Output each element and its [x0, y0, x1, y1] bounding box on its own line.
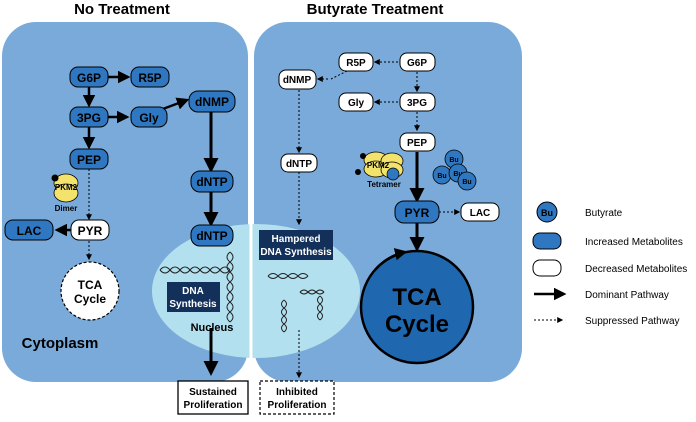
- node-left-r5p: R5P: [130, 66, 170, 88]
- dna-helix-left: [159, 251, 234, 323]
- node-left-gly-label: Gly: [139, 111, 159, 125]
- node-right-gly-label: Gly: [348, 98, 365, 109]
- node-left-g6p: G6P: [69, 66, 109, 88]
- tca-cycle-small: TCA Cycle: [60, 261, 120, 321]
- dna-synthesis-line2: Synthesis: [169, 299, 217, 310]
- pkm2-dimer: PKM2 Dimer: [51, 173, 79, 213]
- phospho-icon-tetramer-top: [360, 153, 366, 159]
- pkm2-tetramer-label: PKM2: [367, 161, 390, 170]
- tca-large-line2: Cycle: [385, 311, 449, 338]
- node-left-r5p-label: R5P: [138, 71, 161, 85]
- phospho-icon: [51, 174, 59, 182]
- dna-synthesis-box: DNA Synthesis: [167, 282, 220, 312]
- node-right-g6p: G6P: [399, 52, 436, 72]
- node-left-pyr-label: PYR: [78, 224, 103, 238]
- legend-butyrate: Bu Butyrate: [536, 201, 623, 223]
- tca-large-line1: TCA: [392, 284, 441, 311]
- legend-dominant-label: Dominant Pathway: [585, 290, 669, 301]
- node-left-dntp-nucleus-label: dNTP: [196, 229, 227, 243]
- legend-suppressed-label: Suppressed Pathway: [585, 316, 680, 327]
- outcome-inhibited-line2: Proliferation: [268, 400, 327, 411]
- legend-increased-label: Increased Metabolites: [585, 237, 683, 248]
- legend: Bu Butyrate Increased Metabolites Decrea…: [532, 201, 687, 327]
- tca-small-line2: Cycle: [74, 292, 106, 306]
- dna-helix-fragments-right: [267, 273, 325, 333]
- node-left-dntp-cytoplasm-label: dNTP: [196, 175, 227, 189]
- node-left-dntp-nucleus: dNTP: [190, 224, 234, 247]
- legend-increased: Increased Metabolites: [532, 232, 683, 250]
- node-right-pep: PEP: [399, 132, 436, 152]
- tca-cycle-large: TCA Cycle: [359, 248, 475, 365]
- butyrate-cluster: Bu Bu Bu Bu: [432, 149, 477, 191]
- node-left-3pg-label: 3PG: [77, 111, 101, 125]
- bu-label-3: Bu: [453, 171, 462, 178]
- node-right-g6p-label: G6P: [407, 58, 427, 69]
- node-right-pyr-label: PYR: [405, 206, 430, 220]
- pkm2-dimer-label: PKM2: [55, 183, 78, 192]
- node-right-lac: LAC: [460, 202, 500, 222]
- tetramer-label: Tetramer: [367, 180, 401, 189]
- legend-suppressed: Suppressed Pathway: [534, 316, 680, 327]
- node-left-pep-label: PEP: [77, 153, 101, 167]
- node-left-dnmp: dNMP: [188, 90, 236, 113]
- hampered-line1: Hampered: [272, 234, 321, 245]
- node-left-pep: PEP: [69, 148, 109, 170]
- node-right-r5p: R5P: [338, 52, 374, 72]
- node-right-dnmp: dNMP: [278, 69, 317, 90]
- node-left-dntp-cytoplasm: dNTP: [190, 170, 234, 193]
- outcome-inhibited-line1: Inhibited: [276, 387, 318, 398]
- butyrate-bound-icon: [386, 167, 400, 181]
- hampered-dna-box: Hampered DNA Synthesis: [259, 230, 333, 260]
- legend-decreased: Decreased Metabolites: [532, 259, 687, 277]
- node-right-dnmp-label: dNMP: [283, 75, 312, 86]
- node-left-pyr: PYR: [70, 219, 110, 241]
- node-right-gly: Gly: [338, 92, 374, 112]
- node-right-r5p-label: R5P: [346, 58, 366, 69]
- legend-dominant: Dominant Pathway: [534, 287, 669, 301]
- node-right-lac-label: LAC: [470, 208, 491, 219]
- node-left-lac-label: LAC: [17, 224, 42, 238]
- title-no-treatment: No Treatment: [74, 1, 170, 18]
- outcome-sustained: Sustained Proliferation: [177, 380, 249, 415]
- left-arrows: [54, 70, 219, 376]
- hampered-line2: DNA Synthesis: [260, 247, 332, 258]
- legend-bu-icon-label: Bu: [541, 208, 553, 218]
- node-left-lac: LAC: [4, 219, 54, 241]
- nucleus-label: Nucleus: [191, 322, 234, 334]
- bu-label-2: Bu: [437, 173, 446, 180]
- outcome-inhibited: Inhibited Proliferation: [259, 380, 335, 415]
- bu-label-4: Bu: [462, 179, 471, 186]
- outcome-sustained-line1: Sustained: [189, 387, 237, 398]
- right-arrows: [296, 59, 461, 379]
- node-right-3pg-label: 3PG: [407, 98, 427, 109]
- node-left-3pg: 3PG: [69, 106, 109, 128]
- node-right-3pg: 3PG: [399, 92, 436, 112]
- node-right-dntp-label: dNTP: [286, 159, 312, 170]
- node-right-dntp: dNTP: [280, 153, 318, 173]
- node-right-pep-label: PEP: [407, 138, 427, 149]
- tca-small-line1: TCA: [78, 278, 103, 292]
- dna-synthesis-line1: DNA: [182, 286, 204, 297]
- legend-decreased-label: Decreased Metabolites: [585, 264, 687, 275]
- outcome-sustained-line2: Proliferation: [184, 400, 243, 411]
- dimer-label: Dimer: [55, 204, 78, 213]
- pkm2-tetramer: PKM2 Tetramer: [355, 151, 404, 189]
- node-left-dnmp-label: dNMP: [195, 95, 229, 109]
- cytoplasm-label: Cytoplasm: [22, 335, 99, 352]
- phospho-icon-tetramer-bottom: [355, 169, 361, 175]
- legend-butyrate-label: Butyrate: [585, 208, 623, 219]
- title-butyrate-treatment: Butyrate Treatment: [307, 1, 444, 18]
- node-left-g6p-label: G6P: [77, 71, 101, 85]
- bu-label-1: Bu: [449, 157, 458, 164]
- node-right-pyr: PYR: [394, 200, 440, 224]
- node-left-gly: Gly: [130, 106, 168, 128]
